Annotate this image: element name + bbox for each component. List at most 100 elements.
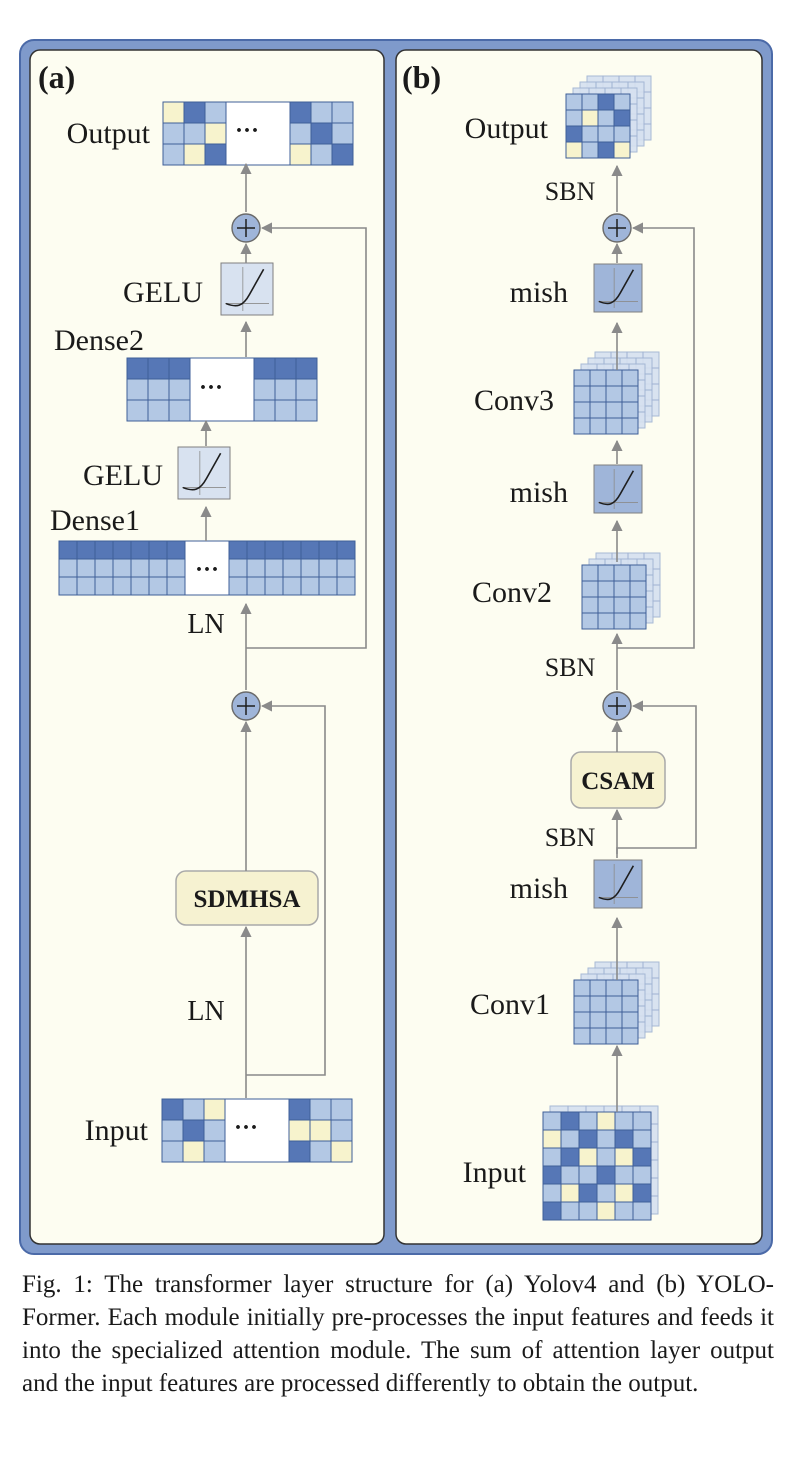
a-dense1-cell bbox=[58, 540, 78, 560]
b-conv1-front-cell bbox=[605, 995, 623, 1013]
a-input-cell bbox=[309, 1119, 332, 1142]
panel-a-dense2-ellipsis: ··· bbox=[199, 375, 223, 401]
panel-b-sbn-top-label: SBN bbox=[545, 177, 596, 206]
a-input-cell bbox=[161, 1098, 184, 1121]
a-dense1-cell bbox=[112, 576, 132, 596]
b-input-front-cell bbox=[578, 1147, 598, 1167]
a-dense2-cell bbox=[253, 399, 276, 422]
b-conv1-front-cell bbox=[589, 979, 607, 997]
b-conv1-front-cell bbox=[605, 1027, 623, 1045]
panel-a-sum-bottom-icon bbox=[231, 691, 261, 721]
figure-caption: Fig. 1: The transformer layer structure … bbox=[22, 1271, 774, 1397]
panel-b-conv3-label: Conv3 bbox=[474, 384, 554, 417]
a-dense1-cell bbox=[166, 558, 186, 578]
panel-b-conv2-label: Conv2 bbox=[472, 576, 552, 609]
panel-a-dense1-ellipsis: ··· bbox=[195, 557, 219, 583]
a-dense1-cell bbox=[94, 540, 114, 560]
a-output-cell bbox=[310, 143, 333, 166]
a-output-cell bbox=[310, 122, 333, 145]
b-conv3-front-cell bbox=[605, 385, 623, 403]
b-input-front-cell bbox=[578, 1129, 598, 1149]
b-conv1-front-cell bbox=[573, 979, 591, 997]
a-dense1-cell bbox=[264, 540, 284, 560]
b-conv1-front-cell bbox=[621, 1027, 639, 1045]
b-input-front-cell bbox=[596, 1183, 616, 1203]
b-input-front-cell bbox=[632, 1183, 652, 1203]
a-dense2-cell bbox=[126, 357, 149, 380]
a-output-cell bbox=[331, 122, 354, 145]
a-input-cell bbox=[309, 1098, 332, 1121]
a-dense1-cell bbox=[336, 558, 356, 578]
b-conv3-front-cell bbox=[605, 401, 623, 419]
b-conv1-front-cell bbox=[573, 1027, 591, 1045]
b-conv3-front-cell bbox=[589, 401, 607, 419]
b-input-front-cell bbox=[560, 1129, 580, 1149]
b-conv2-front-cell bbox=[629, 596, 647, 614]
a-gelu2-box bbox=[177, 446, 231, 500]
panel-b-background bbox=[395, 49, 763, 1245]
a-gelu1-curve bbox=[225, 268, 265, 307]
b-output-front-cell bbox=[581, 125, 599, 143]
a-dense1-cell bbox=[264, 576, 284, 596]
a-dense2-cell bbox=[126, 399, 149, 422]
panel-b-mish-top-icon bbox=[593, 263, 643, 313]
b-output-front-cell bbox=[613, 141, 631, 159]
panel-b-sbn-bottom-label: SBN bbox=[545, 823, 596, 852]
a-output-cell bbox=[310, 101, 333, 124]
b-conv1-front-cell bbox=[589, 995, 607, 1013]
a-input-cell bbox=[288, 1098, 311, 1121]
panel-a-input-ellipsis: ··· bbox=[234, 1115, 258, 1141]
panel-a-arrows bbox=[200, 162, 367, 1098]
a-dense1-cell bbox=[112, 540, 132, 560]
a-input-cell bbox=[203, 1119, 226, 1142]
a-dense1-cell bbox=[336, 576, 356, 596]
b-input-front-cell bbox=[632, 1201, 652, 1221]
a-dense1-cell bbox=[228, 576, 248, 596]
panel-b-input-tensor bbox=[542, 1105, 659, 1221]
a-dense1-cell bbox=[94, 558, 114, 578]
b-conv1-front-cell bbox=[605, 979, 623, 997]
b-conv3-front-cell bbox=[573, 369, 591, 387]
b-input-front-cell bbox=[560, 1165, 580, 1185]
a-output-cell bbox=[289, 122, 312, 145]
a-input-cell bbox=[309, 1140, 332, 1163]
b-conv2-front-cell bbox=[597, 612, 615, 630]
a-dense1-gap bbox=[184, 540, 230, 596]
b-conv3-front-cell bbox=[573, 385, 591, 403]
a-input-cell bbox=[203, 1140, 226, 1163]
a-dense2-cell bbox=[147, 357, 170, 380]
a-dense1-cell bbox=[166, 576, 186, 596]
a-dense1-cell bbox=[148, 540, 168, 560]
panel-b-mish-top-label: mish bbox=[510, 276, 568, 309]
a-dense1-cell bbox=[130, 558, 150, 578]
a-dense2-cell bbox=[295, 357, 318, 380]
panel-a-dense1-label: Dense1 bbox=[50, 504, 140, 537]
a-dense1-cell bbox=[318, 576, 338, 596]
b-input-front-cell bbox=[578, 1183, 598, 1203]
b-output-front-cell bbox=[565, 93, 583, 111]
b-mish2-box bbox=[593, 464, 643, 514]
b-conv3-front-cell bbox=[589, 385, 607, 403]
a-input-cell bbox=[203, 1098, 226, 1121]
b-output-front-cell bbox=[597, 93, 615, 111]
b-input-front-cell bbox=[614, 1147, 634, 1167]
panel-a: (a) Output ··· GELU Dense2 ··· GELU Dens… bbox=[29, 49, 385, 1245]
panel-a-background bbox=[29, 49, 385, 1245]
b-conv2-front-cell bbox=[613, 596, 631, 614]
panel-b-arrows bbox=[611, 164, 697, 1112]
b-conv2-front-cell bbox=[613, 564, 631, 582]
b-input-front-cell bbox=[542, 1111, 562, 1131]
b-input-front-cell bbox=[614, 1111, 634, 1131]
a-input-cell bbox=[161, 1119, 184, 1142]
b-conv3-front-cell bbox=[605, 369, 623, 387]
b-conv2-front-cell bbox=[581, 580, 599, 598]
panel-a-input-matrix bbox=[161, 1098, 353, 1163]
a-input-cell bbox=[288, 1119, 311, 1142]
a-dense2-cell bbox=[274, 378, 297, 401]
a-gelu1-box bbox=[220, 262, 274, 316]
b-input-front-cell bbox=[596, 1129, 616, 1149]
b-output-front-cell bbox=[597, 109, 615, 127]
a-input-cell bbox=[330, 1119, 353, 1142]
b-conv1-front-cell bbox=[621, 979, 639, 997]
a-output-cell bbox=[183, 122, 206, 145]
